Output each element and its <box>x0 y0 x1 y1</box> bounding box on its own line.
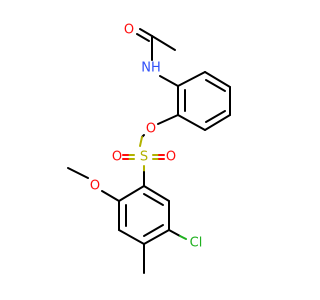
benzene-ring-lower <box>118 185 170 245</box>
bond-ring-chlorine-a <box>168 229 181 237</box>
bond-ring-ester-oxygen <box>157 114 179 125</box>
bond-carbonyl-oxygen-b <box>136 33 150 42</box>
bond-nitrogen-ring <box>159 75 179 87</box>
ring2-bond-4-inner <box>143 224 164 237</box>
bond-methoxy-methyl <box>67 167 89 179</box>
methoxy-oxygen-label: O <box>90 179 100 194</box>
ester-linkage <box>139 114 179 147</box>
sulfonyl-oxygen-right-label: O <box>166 150 176 165</box>
chlorine-label: Cl <box>190 236 203 251</box>
ring1-bond-4-inner <box>205 110 226 123</box>
molecule-diagram: O NH O S O O O Cl <box>67 23 231 274</box>
methoxy-group <box>67 167 120 202</box>
ring1-bond-2 <box>204 71 231 88</box>
structure-canvas: O NH O S O O O Cl <box>67 23 231 274</box>
sulfonyl-oxygen-left-label: O <box>112 150 122 165</box>
ring2-bond-4 <box>143 229 170 245</box>
acetamide-group <box>136 28 179 87</box>
sulfur-label: S <box>140 150 148 165</box>
ring2-bond-1 <box>118 185 145 202</box>
chloro-substituent <box>168 229 187 240</box>
bond-ring-methoxy-oxygen <box>101 190 120 202</box>
ring1-bond-4 <box>204 114 231 131</box>
amide-nitrogen-label: NH <box>141 61 161 76</box>
ring1-bond-1 <box>177 71 206 87</box>
bond-methyl-carbonyl <box>151 35 176 51</box>
ring2-bond-3 <box>118 229 145 245</box>
bond-carbonyl-oxygen-a <box>139 28 153 37</box>
ester-oxygen-label: O <box>146 122 156 137</box>
carbonyl-oxygen-label: O <box>124 23 134 38</box>
bond-ester-oxygen-sulfur-b <box>139 136 143 147</box>
bond-ring-chlorine-b <box>179 235 187 240</box>
ring2-bond-6-inner <box>143 193 164 206</box>
ring1-bond-2-inner <box>205 79 226 92</box>
sulfonyl-group <box>122 154 165 187</box>
phenyl-ring-upper <box>177 71 231 131</box>
ring1-bond-5 <box>177 114 206 131</box>
ring2-bond-6 <box>143 185 170 202</box>
